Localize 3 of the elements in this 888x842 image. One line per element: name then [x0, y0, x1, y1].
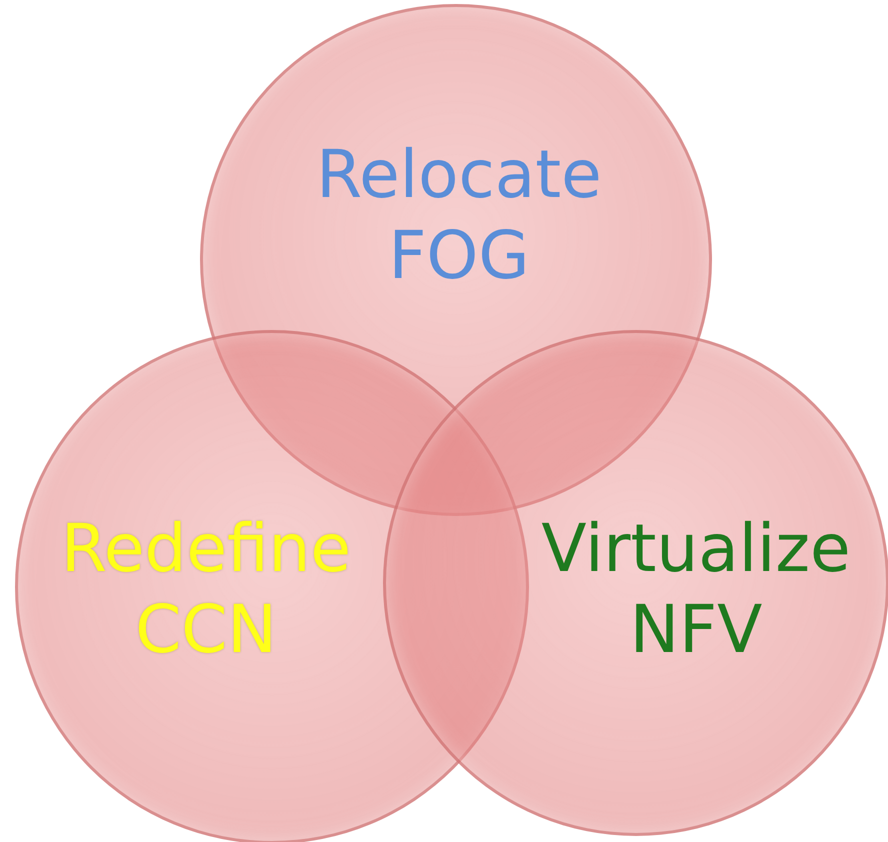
circle-label: Relocate FOG — [315, 135, 603, 296]
circle-label: Virtualize NFV — [540, 509, 852, 670]
circle-label: Redefine CCN — [60, 509, 352, 670]
